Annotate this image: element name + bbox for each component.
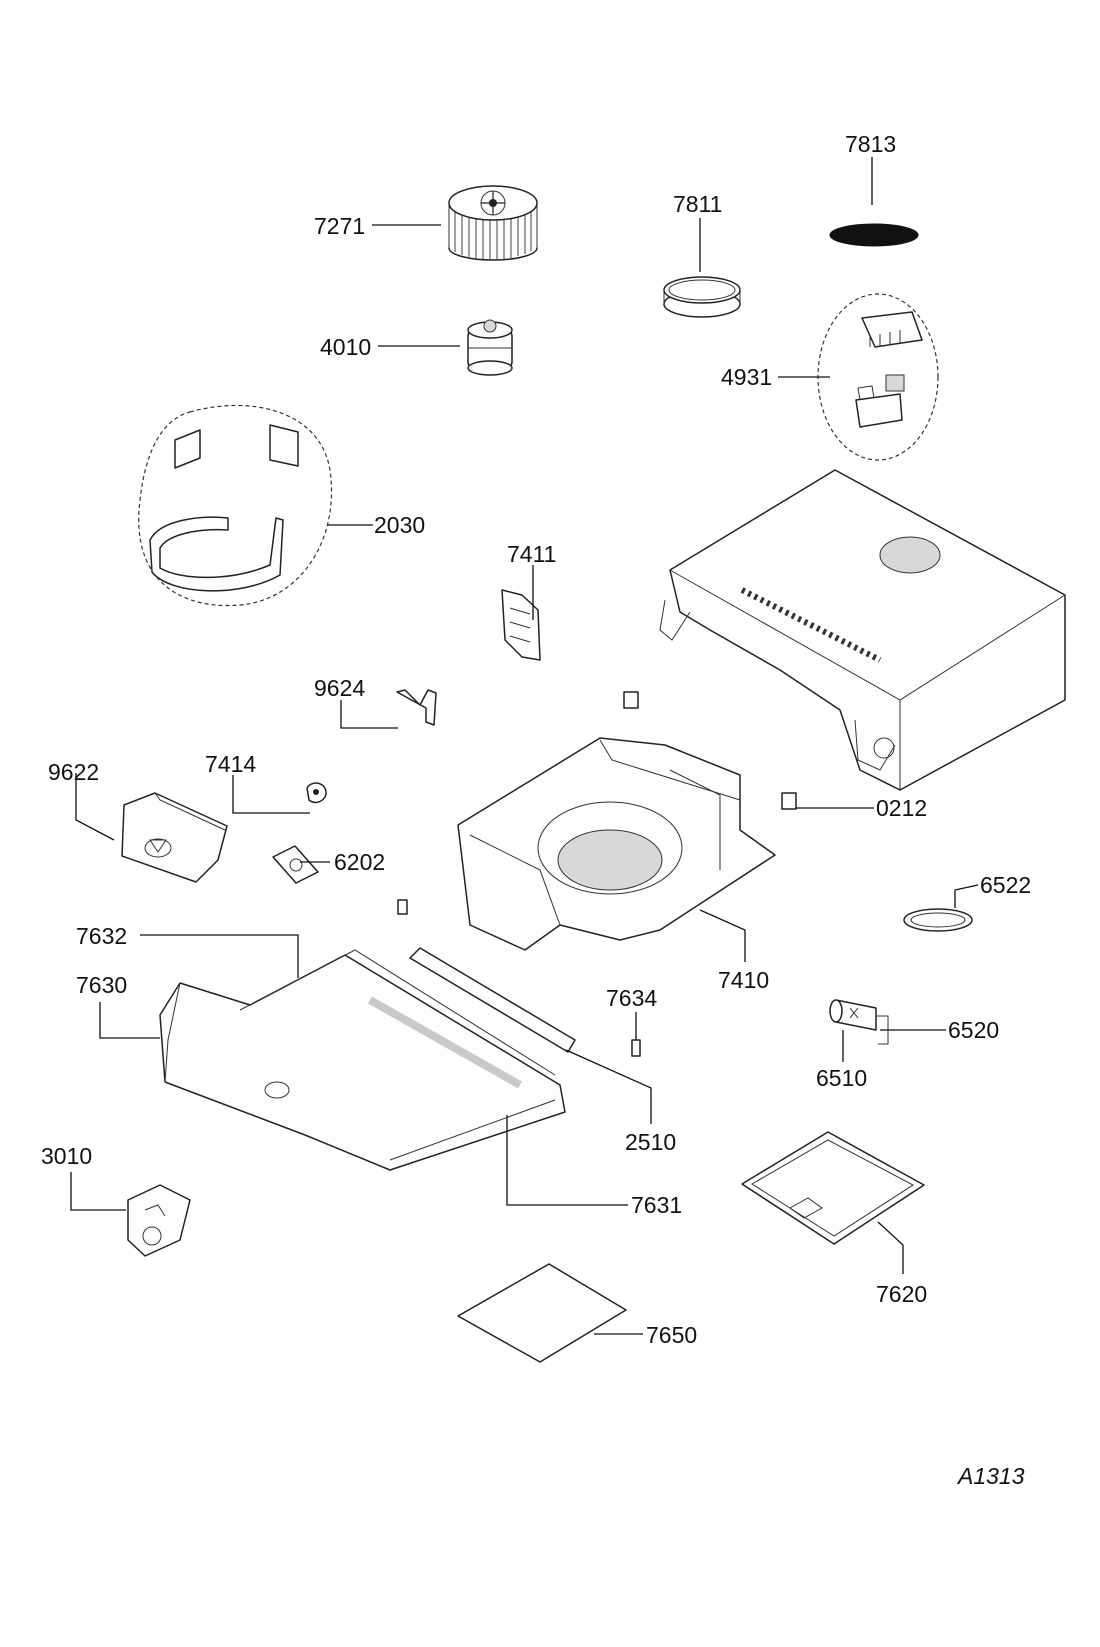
label-7632: 7632 — [76, 923, 127, 949]
part-3010-switch — [127, 1184, 191, 1257]
part-7414-clip — [306, 782, 327, 804]
part-9624-bracket — [396, 689, 437, 726]
label-7631: 7631 — [631, 1192, 682, 1218]
label-4010: 4010 — [320, 334, 371, 360]
label-6522: 6522 — [980, 872, 1031, 898]
part-4010-motor — [467, 319, 513, 376]
label-7410: 7410 — [718, 967, 769, 993]
part-7813-gasket — [829, 223, 919, 247]
part-7410-chassis — [457, 737, 776, 951]
part-2030-strip-kit — [138, 404, 333, 607]
label-7414: 7414 — [205, 751, 256, 777]
label-7620: 7620 — [876, 1281, 927, 1307]
part-7620-filter — [741, 1131, 925, 1245]
label-7630: 7630 — [76, 972, 127, 998]
part-6522-pad — [903, 908, 973, 932]
leader-6522 — [954, 884, 979, 908]
label-6202: 6202 — [334, 849, 385, 875]
label-9622: 9622 — [48, 759, 99, 785]
label-6520: 6520 — [948, 1017, 999, 1043]
label-3010: 3010 — [41, 1143, 92, 1169]
label-0212: 0212 — [876, 795, 927, 821]
part-7411-bracket — [501, 589, 541, 661]
label-7271: 7271 — [314, 213, 365, 239]
label-4931: 4931 — [721, 364, 772, 390]
part-2510-strip — [409, 947, 576, 1053]
leader-3010 — [70, 1172, 126, 1211]
leader-lines — [70, 157, 979, 1335]
leader-7632 — [140, 934, 299, 978]
part-4931-switch-kit — [817, 293, 939, 461]
label-6510: 6510 — [816, 1065, 867, 1091]
label-2030: 2030 — [374, 512, 425, 538]
leader-7620 — [877, 1221, 904, 1274]
part-7634-screw — [631, 1039, 641, 1057]
leader-2510 — [565, 1049, 652, 1124]
diagram-reference: A1313 — [956, 1463, 1025, 1489]
label-7650: 7650 — [646, 1322, 697, 1348]
part-7650-filter-sheet — [457, 1263, 627, 1363]
hood-body — [659, 469, 1066, 791]
part-7811-collar — [663, 276, 741, 318]
part-9622-switch-panel — [121, 792, 228, 883]
part-6202-plate — [272, 845, 319, 884]
leader-7414 — [232, 775, 310, 814]
part-0212-clips — [397, 691, 797, 915]
leader-7410 — [699, 909, 746, 962]
label-9624: 9624 — [314, 675, 365, 701]
part-7630-front-panel — [159, 949, 566, 1171]
part-7271-fan-wheel — [448, 185, 538, 261]
part-6520-lamp-holder — [829, 999, 889, 1045]
label-2510: 2510 — [625, 1129, 676, 1155]
label-7634: 7634 — [606, 985, 657, 1011]
label-7411: 7411 — [507, 541, 556, 567]
leader-7630 — [99, 1002, 160, 1039]
leader-7631 — [506, 1115, 628, 1206]
label-7811: 7811 — [673, 191, 722, 217]
label-7813: 7813 — [845, 131, 896, 157]
part-labels: 7813 7271 7811 4010 4931 2030 7411 9624 … — [41, 131, 1031, 1348]
leader-9624 — [340, 700, 398, 729]
leader-9622 — [75, 773, 115, 841]
